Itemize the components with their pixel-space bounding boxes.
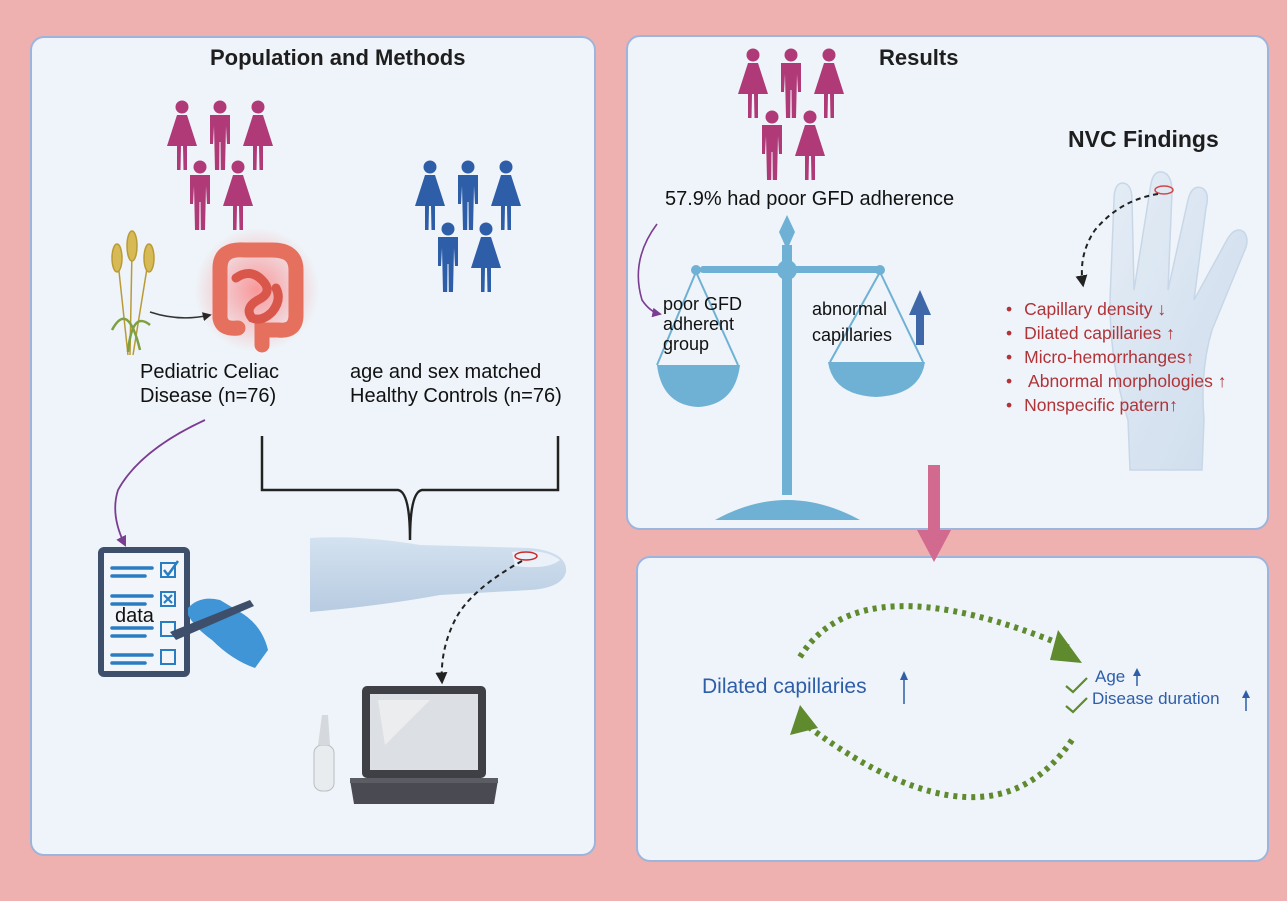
duration-up-arrow-icon [1242, 690, 1250, 711]
finding-item: Capillary density ↓ [1006, 297, 1226, 321]
finding-item: Abnormal morphologies ↑ [1006, 369, 1226, 393]
results-group-icon [738, 48, 844, 180]
finding-item: Nonspecific patern↑ [1006, 393, 1226, 417]
controls-label: age and sex matched Healthy Controls (n=… [350, 361, 562, 407]
abnormal-capillaries-label: abnormal capillaries [812, 299, 893, 345]
data-label: data [115, 605, 154, 627]
grouping-bracket [260, 436, 560, 541]
celiac-label: Pediatric Celiac Disease (n=76) [140, 361, 279, 407]
finger-to-laptop-arrow [435, 560, 523, 685]
disease-duration-label: Disease duration [1092, 689, 1220, 708]
data-form-icon [98, 547, 268, 677]
celiac-group-icon [167, 100, 273, 230]
check-icons [1065, 677, 1088, 714]
control-group-icon [415, 160, 521, 292]
finding-item: Micro-hemorrhanges↑ [1006, 345, 1226, 369]
adherence-text: 57.9% had poor GFD adherence [665, 188, 955, 210]
methods-title: Population and Methods [210, 45, 466, 70]
wheat-icon [110, 230, 155, 356]
results-title: Results [879, 45, 959, 70]
dilated-capillaries-label: Dilated capillaries [702, 675, 867, 698]
age-label: Age [1095, 667, 1126, 686]
cycle-arrowhead-right [1050, 630, 1082, 663]
adherence-to-group-arrow [637, 223, 662, 318]
finger-icon [310, 537, 567, 612]
cycle-arrows [797, 603, 1075, 801]
cycle-arrowhead-left [790, 705, 818, 735]
celiac-to-data-arrow [114, 419, 206, 547]
population-methods-panel [30, 36, 596, 856]
finding-item: Dilated capillaries ↑ [1006, 321, 1226, 345]
dilated-up-arrow-icon [900, 671, 908, 704]
cycle-panel [636, 556, 1269, 862]
findings-list: Capillary density ↓ Dilated capillaries … [1006, 297, 1226, 417]
age-up-arrow-icon [1133, 668, 1141, 686]
poor-group-label: poor GFD adherent group [663, 294, 743, 354]
capillaroscope-icon [313, 715, 335, 792]
nvc-findings-title: NVC Findings [1068, 126, 1219, 152]
intestine-icon [195, 228, 319, 353]
panel-transition-arrow [917, 465, 951, 562]
balance-scale-icon [656, 215, 925, 520]
laptop-icon [350, 686, 498, 804]
hand-to-findings-arrow [1075, 193, 1159, 288]
increase-arrow-icon [909, 290, 931, 345]
